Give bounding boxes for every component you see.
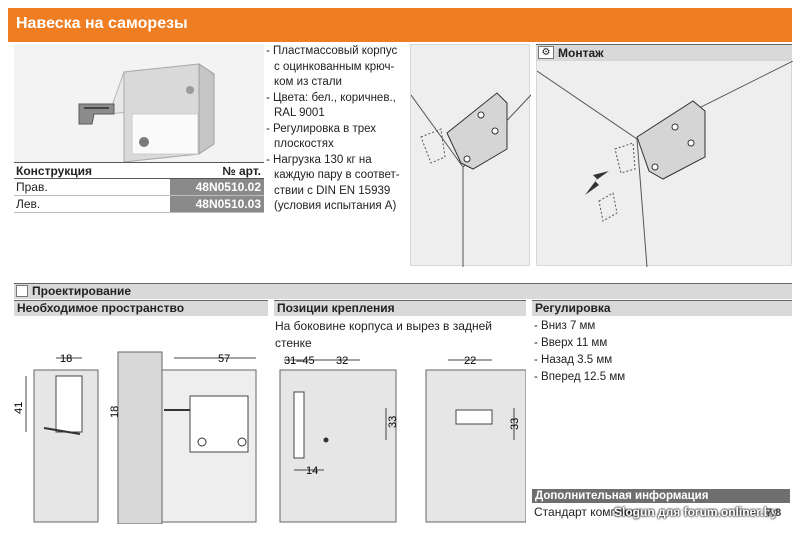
dim-33-a: 33	[387, 416, 399, 428]
adjustment-item: - Вверх 11 мм	[534, 337, 608, 349]
feature-item: - Нагрузка 130 кг на каждую пару в соотв…	[266, 153, 400, 213]
adjustment-item: - Вниз 7 мм	[534, 320, 596, 332]
mounting-title: Монтаж	[558, 46, 604, 60]
construction-cell: Прав.	[16, 180, 48, 194]
feature-item: - Цвета: бел., коричнев., RAL 9001	[266, 91, 396, 120]
ruler-icon	[16, 285, 28, 297]
dim-32: 32	[336, 355, 348, 367]
positions-column: Позиции крепления На боковине корпуса и …	[274, 300, 526, 352]
dim-41: 41	[14, 402, 25, 414]
dim-22: 22	[464, 355, 476, 367]
article-table: Конструкция № арт. Прав. 48N0510.02 Лев.…	[14, 162, 264, 213]
col-construction: Конструкция	[16, 164, 93, 178]
adjustment-column: Регулировка - Вниз 7 мм - Вверх 11 мм - …	[532, 300, 792, 386]
space-drawing: 18 41 57 18	[13, 318, 268, 525]
adjustment-item: - Вперед 12.5 мм	[534, 371, 626, 383]
feature-list: - Пластмассовый корпус с оцинкованным кр…	[266, 44, 406, 215]
page-number: 7.8	[766, 507, 782, 519]
space-title: Необходимое пространство	[14, 300, 268, 316]
adjustment-item: - Назад 3.5 мм	[534, 354, 613, 366]
dim-57: 57	[218, 353, 230, 365]
article-cell: 48N0510.03	[170, 196, 264, 212]
dim-14: 14	[306, 465, 318, 477]
article-cell: 48N0510.02	[170, 179, 264, 195]
positions-drawing: 31–45 32 33 14 22 33	[274, 352, 527, 524]
design-header-bar: Проектирование	[14, 283, 792, 299]
feature-item: - Пластмассовый корпус с оцинкованным кр…	[266, 45, 398, 88]
space-column: Необходимое пространство	[14, 300, 268, 316]
dim-33-b: 33	[509, 418, 521, 430]
construction-cell: Лев.	[16, 197, 41, 211]
positions-text: На боковине корпуса и вырез в задней сте…	[275, 319, 492, 350]
additional-info-header: Дополнительная информация	[532, 489, 790, 503]
wrench-icon: ⚙	[538, 46, 554, 59]
dim-31-45: 31–45	[284, 355, 315, 367]
design-header: Проектирование	[14, 283, 792, 299]
dim-18-b: 18	[109, 406, 121, 418]
watermark: Slogun для forum.onliner.by	[614, 505, 778, 519]
table-header: Конструкция № арт.	[14, 162, 264, 179]
page-title: Навеска на саморезы	[16, 15, 188, 32]
additional-info-text: Стандарт комплект	[534, 505, 642, 519]
product-photo	[14, 44, 264, 163]
design-title: Проектирование	[32, 284, 132, 298]
mounting-illustration-1	[410, 44, 532, 267]
dim-18-a: 18	[60, 353, 72, 365]
col-article: № арт.	[222, 164, 261, 178]
adjustment-title: Регулировка	[532, 300, 792, 316]
feature-item: - Регулировка в трех плоскостях	[266, 122, 377, 151]
title-bar: Навеска на саморезы	[8, 8, 792, 42]
table-row: Прав. 48N0510.02	[14, 179, 264, 196]
mounting-illustration-2	[536, 60, 794, 268]
table-row: Лев. 48N0510.03	[14, 196, 264, 213]
adjustment-list: - Вниз 7 мм - Вверх 11 мм - Назад 3.5 мм…	[532, 316, 792, 386]
mounting-header: ⚙ Монтаж	[536, 44, 792, 60]
positions-title: Позиции крепления	[274, 300, 526, 316]
